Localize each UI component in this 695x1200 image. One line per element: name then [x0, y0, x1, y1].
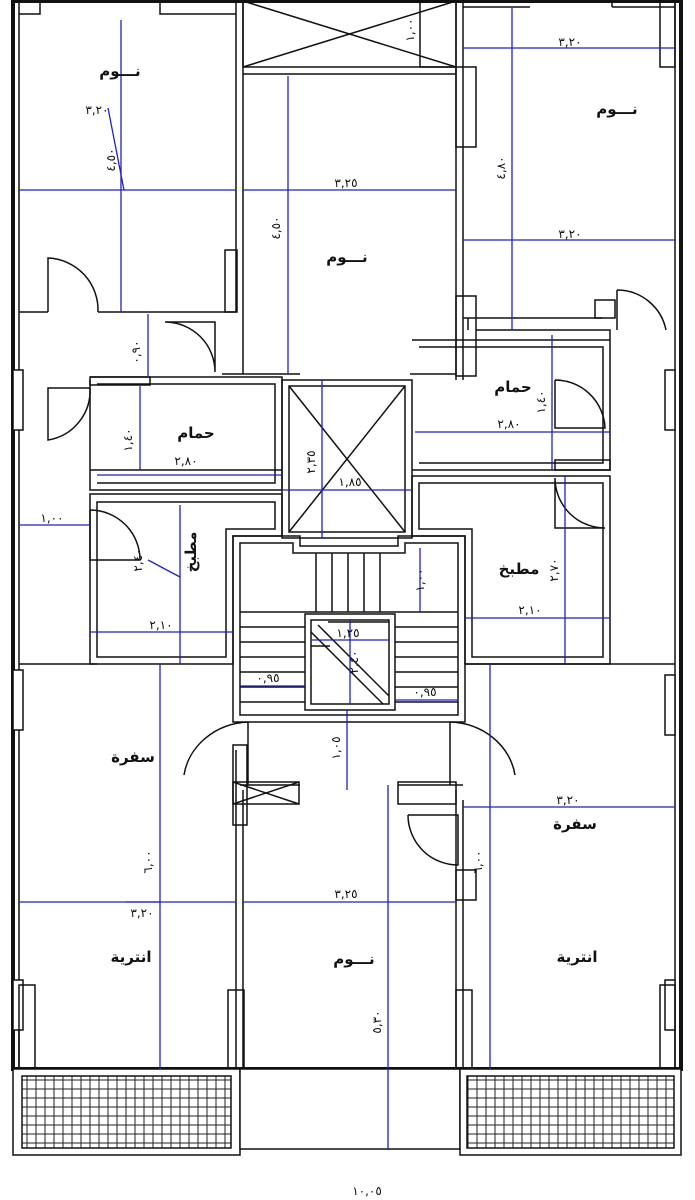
- dim-landing-left: ٠,٩٥: [256, 671, 279, 685]
- room-kitchen-left: مطبخ: [182, 532, 200, 573]
- room-living-left: انترية: [111, 948, 152, 966]
- dim-stair-top: ١,٠٠: [413, 568, 427, 591]
- dim-top-center-height: ٤,٥٠: [269, 216, 283, 239]
- room-bedroom-top-right: نـــوم: [596, 100, 637, 118]
- dimension-lines: [19, 8, 675, 1149]
- room-dining-right: سفرة: [553, 815, 597, 833]
- room-dining-left: سفرة: [111, 748, 155, 766]
- dim-dining-right-width: ٣,٢٠: [556, 793, 579, 807]
- room-kitchen-right: مطبخ: [499, 560, 540, 578]
- balconies: [12, 1068, 682, 1156]
- middle-walls: [89, 329, 611, 786]
- room-living-right: انترية: [557, 948, 598, 966]
- dim-bath-right-width: ٢,٨٠: [497, 417, 520, 431]
- dim-living-right-height: ٦,٠٠: [471, 850, 485, 873]
- dim-bed-bottom-height: ٥,٣٠: [370, 1010, 384, 1033]
- dim-landing-right: ٠,٩٥: [413, 685, 436, 699]
- dim-elevator-width: ١,٨٥: [338, 475, 361, 489]
- dim-shaft-top: ١,٠٠: [403, 18, 417, 41]
- room-bedroom-top-center: نـــوم: [326, 248, 367, 266]
- dim-elevator-height: ٢,٣٥: [304, 450, 318, 473]
- dim-kitchen-left-width: ٢,١٠: [149, 618, 172, 632]
- room-bedroom-bottom-center: نـــوم: [333, 950, 374, 968]
- room-bathroom-left: حمام: [177, 424, 215, 442]
- dim-bed-bottom-width: ٣,٢٥: [334, 887, 357, 901]
- dim-kitchen-right-width: ٢,١٠: [518, 603, 541, 617]
- dim-top-right-width-2: ٣,٢٠: [558, 227, 581, 241]
- dim-entry-left: ١,٠٠: [40, 511, 63, 525]
- dim-lobby: ١,٠٥: [329, 736, 343, 759]
- dim-total-width: ١٠,٠٥: [352, 1184, 382, 1198]
- dim-living-left-width: ٣,٢٠: [130, 906, 153, 920]
- room-bathroom-right: حمام: [494, 378, 532, 396]
- dim-kitchen-right-height: ٢,٧٠: [547, 558, 561, 581]
- bottom-walls: [18, 663, 676, 1070]
- room-bedroom-top-left: نـــوم: [99, 62, 140, 80]
- dimension-labels: ٣,٢٠ ٤,٥٠ ٣,٢٥ ٤,٥٠ ١,٠٠ ٣,٢٠ ٤,٨٠ ٣,٢٠ …: [40, 18, 581, 1198]
- dim-bath-left-width: ٢,٨٠: [174, 454, 197, 468]
- dim-top-center-width: ٣,٢٥: [334, 176, 357, 190]
- dim-stair-flight: ٢,٤٠: [347, 650, 361, 673]
- dim-top-right-width: ٣,٢٠: [558, 35, 581, 49]
- room-labels: نـــوم نـــوم نـــوم حمام حمام مطبخ مطبخ…: [99, 62, 637, 968]
- dim-top-right-height: ٤,٨٠: [494, 156, 508, 179]
- dim-corridor-left: ٠,٩٠: [129, 340, 143, 363]
- dim-top-left-height: ٤,٥٠: [104, 148, 118, 171]
- dim-bath-left-height: ١,٤٠: [121, 428, 135, 451]
- dim-living-left-height: ٦,٠٠: [141, 850, 155, 873]
- dim-stair-width: ١,٢٥: [336, 626, 359, 640]
- dim-bath-right-height: ١,٤٠: [534, 390, 548, 413]
- door-swings: [47, 257, 667, 866]
- dim-kitchen-left-height: ٢,٤٠: [131, 548, 145, 571]
- dim-top-left-width: ٣,٢٠: [85, 103, 108, 117]
